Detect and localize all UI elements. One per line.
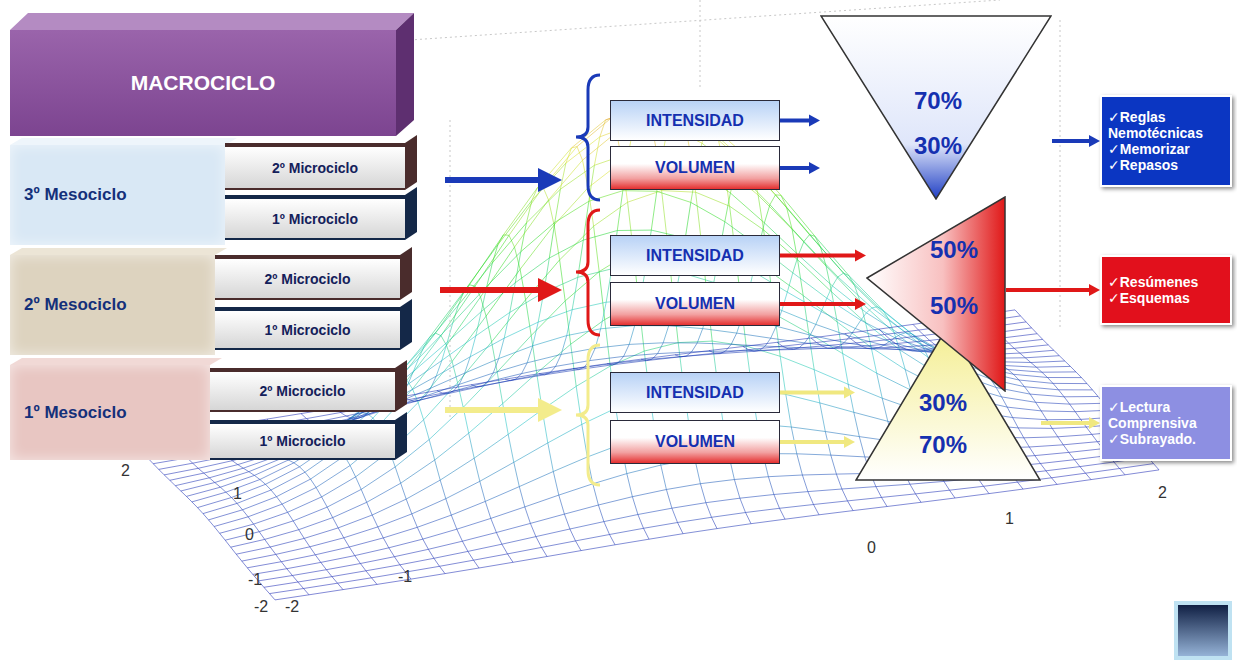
box-top-face xyxy=(10,13,414,30)
box-label: VOLUMEN xyxy=(655,295,735,313)
flow-arrow xyxy=(780,298,866,310)
axis-tick: 2 xyxy=(1158,484,1167,502)
percentage-triangle: 50% 50% xyxy=(866,196,1006,392)
box-label: VOLUMEN xyxy=(655,433,735,451)
axis-tick: -2 xyxy=(254,598,268,616)
percentage: 30% xyxy=(919,389,967,417)
percentage: 70% xyxy=(919,431,967,459)
axis-tick: 0 xyxy=(245,526,254,544)
volume-box: VOLUMEN xyxy=(610,146,780,190)
box-label: 2º Microciclo xyxy=(272,160,358,176)
box-label: 3º Mesociclo xyxy=(24,185,127,205)
axis-tick: -1 xyxy=(248,571,262,589)
box-label: 2º Microciclo xyxy=(259,383,345,399)
technique-list: ✓Resúmenes✓Esquemas xyxy=(1100,255,1232,325)
flow-arrow xyxy=(780,436,855,448)
flow-arrow xyxy=(780,115,820,127)
box-label: 1º Microciclo xyxy=(264,322,350,338)
box-label: 1º Mesociclo xyxy=(24,403,127,423)
flow-arrow xyxy=(1041,417,1100,429)
microcycle-box: 2º Microciclo xyxy=(215,255,400,300)
background-grid xyxy=(410,0,1060,420)
intensity-box: INTENSIDAD xyxy=(610,372,780,413)
box-label: MACROCICLO xyxy=(131,71,276,95)
box-label: 1º Microciclo xyxy=(272,211,358,227)
nav-button xyxy=(1176,603,1230,658)
percentage: 50% xyxy=(930,292,978,320)
mesocycle-box: 1º Mesociclo xyxy=(10,365,210,460)
flow-arrow xyxy=(780,162,820,174)
list-item: ✓Lectura Comprensiva xyxy=(1108,399,1224,431)
microcycle-box: 2º Microciclo xyxy=(210,368,395,412)
volume-box: VOLUMEN xyxy=(610,420,780,464)
mesocycle-box: 3º Mesociclo xyxy=(10,145,225,245)
intensity-box: INTENSIDAD xyxy=(610,100,780,141)
list-item: ✓Resúmenes xyxy=(1108,274,1224,290)
flow-arrow xyxy=(780,250,866,262)
list-item: ✓Reglas Nemotécnicas xyxy=(1108,109,1224,141)
box-label: 1º Microciclo xyxy=(259,433,345,449)
axis-tick: 2 xyxy=(121,462,130,480)
microcycle-box: 1º Microciclo xyxy=(210,420,395,460)
technique-list: ✓Reglas Nemotécnicas✓Memorizar✓Repasos xyxy=(1100,95,1232,187)
volume-box: VOLUMEN xyxy=(610,282,780,326)
list-item: ✓Subrayado. xyxy=(1108,431,1224,447)
brace xyxy=(576,75,600,485)
axis-tick: 1 xyxy=(1005,510,1014,528)
box-label: INTENSIDAD xyxy=(646,384,744,402)
box-label: VOLUMEN xyxy=(655,159,735,177)
axis-tick: 1 xyxy=(233,485,242,503)
axis-tick: -2 xyxy=(285,598,299,616)
percentage: 30% xyxy=(914,132,962,160)
microcycle-box: 1º Microciclo xyxy=(215,307,400,350)
technique-list: ✓Lectura Comprensiva✓Subrayado. xyxy=(1100,385,1232,461)
axis-tick: -1 xyxy=(398,568,412,586)
list-item: ✓Esquemas xyxy=(1108,290,1224,306)
microciclo-faces xyxy=(10,135,417,460)
macrocycle-box: MACROCICLO xyxy=(10,30,396,136)
list-item: ✓Memorizar xyxy=(1108,141,1224,157)
percentage-triangle: 70% 30% xyxy=(820,15,1052,200)
flow-arrow xyxy=(1052,135,1100,147)
microcycle-box: 1º Microciclo xyxy=(225,195,405,240)
box-side-face xyxy=(396,13,414,136)
axis-tick: 0 xyxy=(867,539,876,557)
box-label: 2º Mesociclo xyxy=(24,295,127,315)
percentage-triangle: 30% 70% xyxy=(855,325,1041,481)
mesh-lines xyxy=(131,105,1159,600)
big-arrow xyxy=(440,168,562,422)
box-label: INTENSIDAD xyxy=(646,112,744,130)
intensity-box: INTENSIDAD xyxy=(610,235,780,276)
percentage: 70% xyxy=(914,87,962,115)
flow-arrow xyxy=(780,387,855,399)
microcycle-box: 2º Microciclo xyxy=(225,143,405,190)
percentage: 50% xyxy=(930,236,978,264)
box-label: 2º Microciclo xyxy=(264,271,350,287)
mesocycle-box: 2º Mesociclo xyxy=(10,255,215,355)
list-item: ✓Repasos xyxy=(1108,157,1224,173)
flow-arrow xyxy=(1006,284,1100,296)
box-label: INTENSIDAD xyxy=(646,247,744,265)
